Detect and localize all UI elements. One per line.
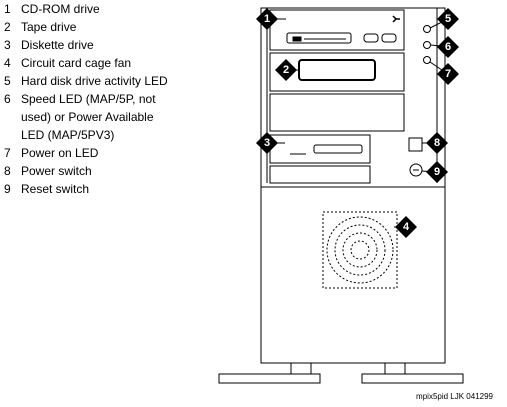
legend-number: 3: [4, 38, 11, 52]
diskette-drive: [269, 134, 371, 184]
callout-8: 8: [422, 132, 448, 154]
legend-number: 6: [4, 92, 11, 106]
callout-diamond: [395, 216, 417, 238]
callout-5: 5: [429, 8, 459, 30]
circuit-card-cage-fan: [322, 211, 398, 289]
callout-number: 1: [264, 13, 270, 25]
legend-label: CD-ROM drive: [21, 2, 100, 16]
legend-label: Diskette drive: [21, 38, 94, 52]
callout-number: 2: [283, 64, 289, 76]
callout-number: 9: [434, 166, 440, 178]
callout-1: 1: [256, 8, 286, 30]
legend-label: Speed LED (MAP/5P, not: [21, 92, 156, 106]
callout-9: 9: [421, 161, 448, 183]
callout-diamond: [256, 132, 278, 154]
callout-diamond: [437, 36, 459, 58]
callout-diamond: [437, 8, 459, 30]
legend-number: 5: [4, 74, 11, 88]
legend-label: Power on LED: [21, 146, 99, 160]
legend-label: Tape drive: [21, 20, 77, 34]
figure-id: mpix5pid LJK 041299: [416, 392, 493, 401]
legend-number: 1: [4, 2, 11, 16]
callout-diamond: [256, 8, 278, 30]
callout-diamond: [426, 161, 448, 183]
callout-number: 4: [403, 221, 410, 233]
tower-feet: [218, 362, 464, 384]
reset-switch: [409, 163, 423, 177]
legend-label: LED (MAP/5PV3): [21, 128, 115, 142]
callout-number: 6: [445, 41, 451, 53]
callout-number: 7: [445, 68, 451, 80]
legend-number: 7: [4, 146, 11, 160]
callout-diamond: [426, 132, 448, 154]
legend-label: Reset switch: [21, 182, 90, 196]
callout-markers: 1 2 3 4 5 6 7 8 9: [256, 8, 459, 238]
callout-diamond: [437, 63, 459, 85]
callout-number: 8: [434, 137, 440, 149]
power-switch: [408, 137, 423, 152]
legend-number: 2: [4, 20, 11, 34]
legend-label: Power switch: [21, 164, 92, 178]
legend-label: Circuit card cage fan: [21, 56, 132, 70]
callout-3: 3: [256, 132, 285, 154]
callout-2: 2: [275, 59, 300, 81]
legend-label: Hard disk drive activity LED: [21, 74, 168, 88]
legend-number: 9: [4, 182, 11, 196]
callout-6: 6: [430, 36, 459, 58]
legend-label: used) or Power Available: [21, 110, 154, 124]
legend-number: 4: [4, 56, 11, 70]
callout-diamond: [275, 59, 297, 81]
callout-number: 3: [264, 137, 270, 149]
callout-number: 5: [445, 13, 451, 25]
cd-rom-drive: [269, 9, 405, 51]
callout-7: 7: [429, 61, 459, 85]
front-panel-leds: [423, 25, 431, 64]
callout-4: 4: [394, 216, 417, 238]
blank-bay: [269, 93, 405, 132]
legend-number: 8: [4, 164, 11, 178]
tower-chassis: [260, 7, 446, 364]
